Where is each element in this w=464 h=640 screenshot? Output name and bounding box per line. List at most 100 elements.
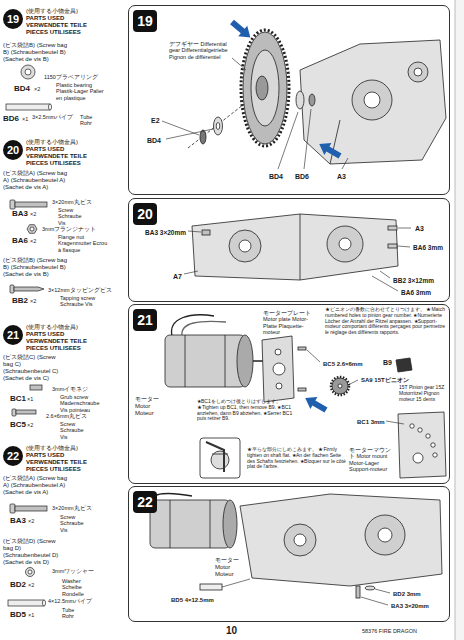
- step-number: 22: [137, 494, 153, 510]
- motor-step-21: [410, 424, 414, 428]
- part-icon: [8, 600, 44, 606]
- parts-list-text: (ビス袋詰B) (Screw bag B) (Schraubenbeutel B…: [3, 42, 67, 63]
- motor-step-21: [237, 335, 253, 387]
- parts-list-text: 3×2.5mmパイプ: [32, 114, 73, 120]
- part-icon: [25, 69, 31, 75]
- parts-list-text: Tube Rohr: [80, 114, 102, 127]
- parts-list-text: Screw Schraube Vis: [58, 207, 88, 226]
- motor-step-21: [165, 335, 245, 387]
- motor-step-21: [433, 453, 437, 457]
- gearbox-step-19: [364, 92, 380, 108]
- motor-step-21: [307, 350, 404, 424]
- gearbox-step-20: [188, 231, 201, 232]
- step-number: 19: [7, 13, 19, 26]
- parts-list-text: ×1: [28, 612, 34, 618]
- motor-step-22: [375, 589, 390, 593]
- gearbox-step-19: [162, 58, 348, 169]
- parts-list-text: BD4: [14, 84, 30, 93]
- gearbox-step-20: [184, 228, 411, 291]
- part-icon: [49, 104, 52, 110]
- gearbox-step-19: [166, 129, 213, 139]
- motor-step-21: [262, 336, 294, 402]
- parts-list-text: Tapping screw Schraube Vis: [60, 295, 100, 308]
- motor-step-21: [165, 315, 446, 478]
- gearbox-step-19: [232, 58, 246, 70]
- gearbox-step-19: [316, 138, 344, 162]
- gearbox-step-19: [414, 68, 422, 76]
- parts-list-text: ×2: [30, 238, 36, 244]
- gearbox-step-20: [229, 230, 261, 262]
- gearbox-step-19: [216, 123, 220, 130]
- step-frame: BA3 3×20mmA3BA6 3mmA7BB2 3×12mmBA6 3mm20: [128, 198, 450, 302]
- parts-list-text: ×1: [22, 116, 28, 122]
- gearbox-step-19: [243, 32, 287, 144]
- motor-step-22: [365, 515, 405, 555]
- part-label: BD4: [147, 137, 161, 145]
- motor-step-21: [338, 384, 342, 388]
- motor-step-22: [222, 579, 390, 605]
- gearbox-step-20: [184, 214, 411, 291]
- motor-step-22: [365, 586, 375, 590]
- motor-step-21: [172, 315, 214, 336]
- part-label: モーター Motor Moteur: [215, 557, 245, 578]
- step-number-circle: 21: [3, 325, 23, 345]
- gearbox-step-19: [162, 17, 446, 169]
- gearbox-step-20: [184, 271, 198, 274]
- gearbox-step-20: [327, 226, 363, 262]
- motor-step-21: [253, 360, 263, 362]
- parts-list-text: BA3: [10, 516, 26, 525]
- motor-step-21: [212, 454, 228, 455]
- parts-list-text: 3×20mm丸ビス: [52, 505, 92, 511]
- gearbox-step-20: [388, 244, 397, 248]
- parts-list-text: 3mmワッシャー: [52, 568, 94, 574]
- gearbox-step-20: [398, 228, 411, 229]
- parts-list-text: (ビス袋詰A) (Screw bag A) (Schraubenbeutel A…: [3, 475, 67, 496]
- gearbox-step-19: [278, 112, 298, 169]
- step-number-badge: 21: [133, 309, 157, 331]
- motor-step-21: [431, 443, 435, 447]
- step-frame: モーター Motor Moteurモータープレート Motor plate Mo…: [128, 304, 450, 484]
- parts-list-text: 1150プラベアリング: [44, 74, 98, 80]
- gearbox-step-19: [214, 117, 223, 135]
- step-number-badge: 22: [133, 491, 157, 513]
- motor-step-22: [150, 494, 442, 605]
- motor-step-21: [302, 392, 330, 416]
- parts-list-text: (使用する小物金具): [26, 139, 78, 146]
- motor-step-21: [396, 358, 412, 372]
- parts-list-text: ×2: [30, 298, 36, 304]
- gearbox-step-20: [239, 240, 251, 252]
- part-icon: [27, 225, 37, 234]
- motor-step-21: [276, 383, 282, 389]
- part-icon: [10, 285, 14, 293]
- parts-list-text: BD2: [10, 580, 26, 589]
- motor-step-21: [398, 412, 446, 478]
- part-label: 15T Pinion gear 15Z Motorritzel Pignon m…: [399, 385, 447, 402]
- motor-step-21: [350, 380, 358, 384]
- part-icon: [14, 287, 44, 291]
- motor-step-21: [200, 438, 240, 478]
- part-icon: [28, 570, 32, 574]
- parts-list-text: BA6: [12, 236, 28, 245]
- parts-list-text: 3×20mm丸ビス: [52, 199, 92, 205]
- part-label: A3: [415, 225, 424, 233]
- parts-list-text: (使用する小物金具): [26, 324, 78, 331]
- part-icon: [26, 568, 35, 577]
- part-label: BC5 2.6×6mm: [323, 361, 363, 368]
- gearbox-step-19: [309, 94, 315, 106]
- parts-list-text: PARTS USED VERWENDETE TEILE PIECES UTILI…: [26, 331, 92, 352]
- parts-list-text: ×2: [27, 422, 33, 428]
- gearbox-step-19: [408, 62, 428, 82]
- parts-list-text: BB2: [12, 296, 28, 305]
- part-label: BA6 3mm: [413, 244, 443, 251]
- part-label: BA6 3mm: [401, 289, 431, 296]
- step-number-badge: 19: [133, 10, 157, 32]
- gearbox-step-20: [380, 271, 390, 278]
- parts-list-text: Plastic bearing Plastik-Lager Palier en …: [56, 82, 108, 101]
- motor-step-21: [206, 442, 224, 472]
- gearbox-step-20: [339, 238, 351, 250]
- parts-list-text: Grub screw Madenschraube Vis pointeau: [60, 394, 104, 413]
- part-icon: [43, 600, 46, 606]
- motor-step-21: [426, 434, 430, 438]
- motor-step-21: [211, 451, 229, 469]
- motor-step-21: [298, 347, 306, 350]
